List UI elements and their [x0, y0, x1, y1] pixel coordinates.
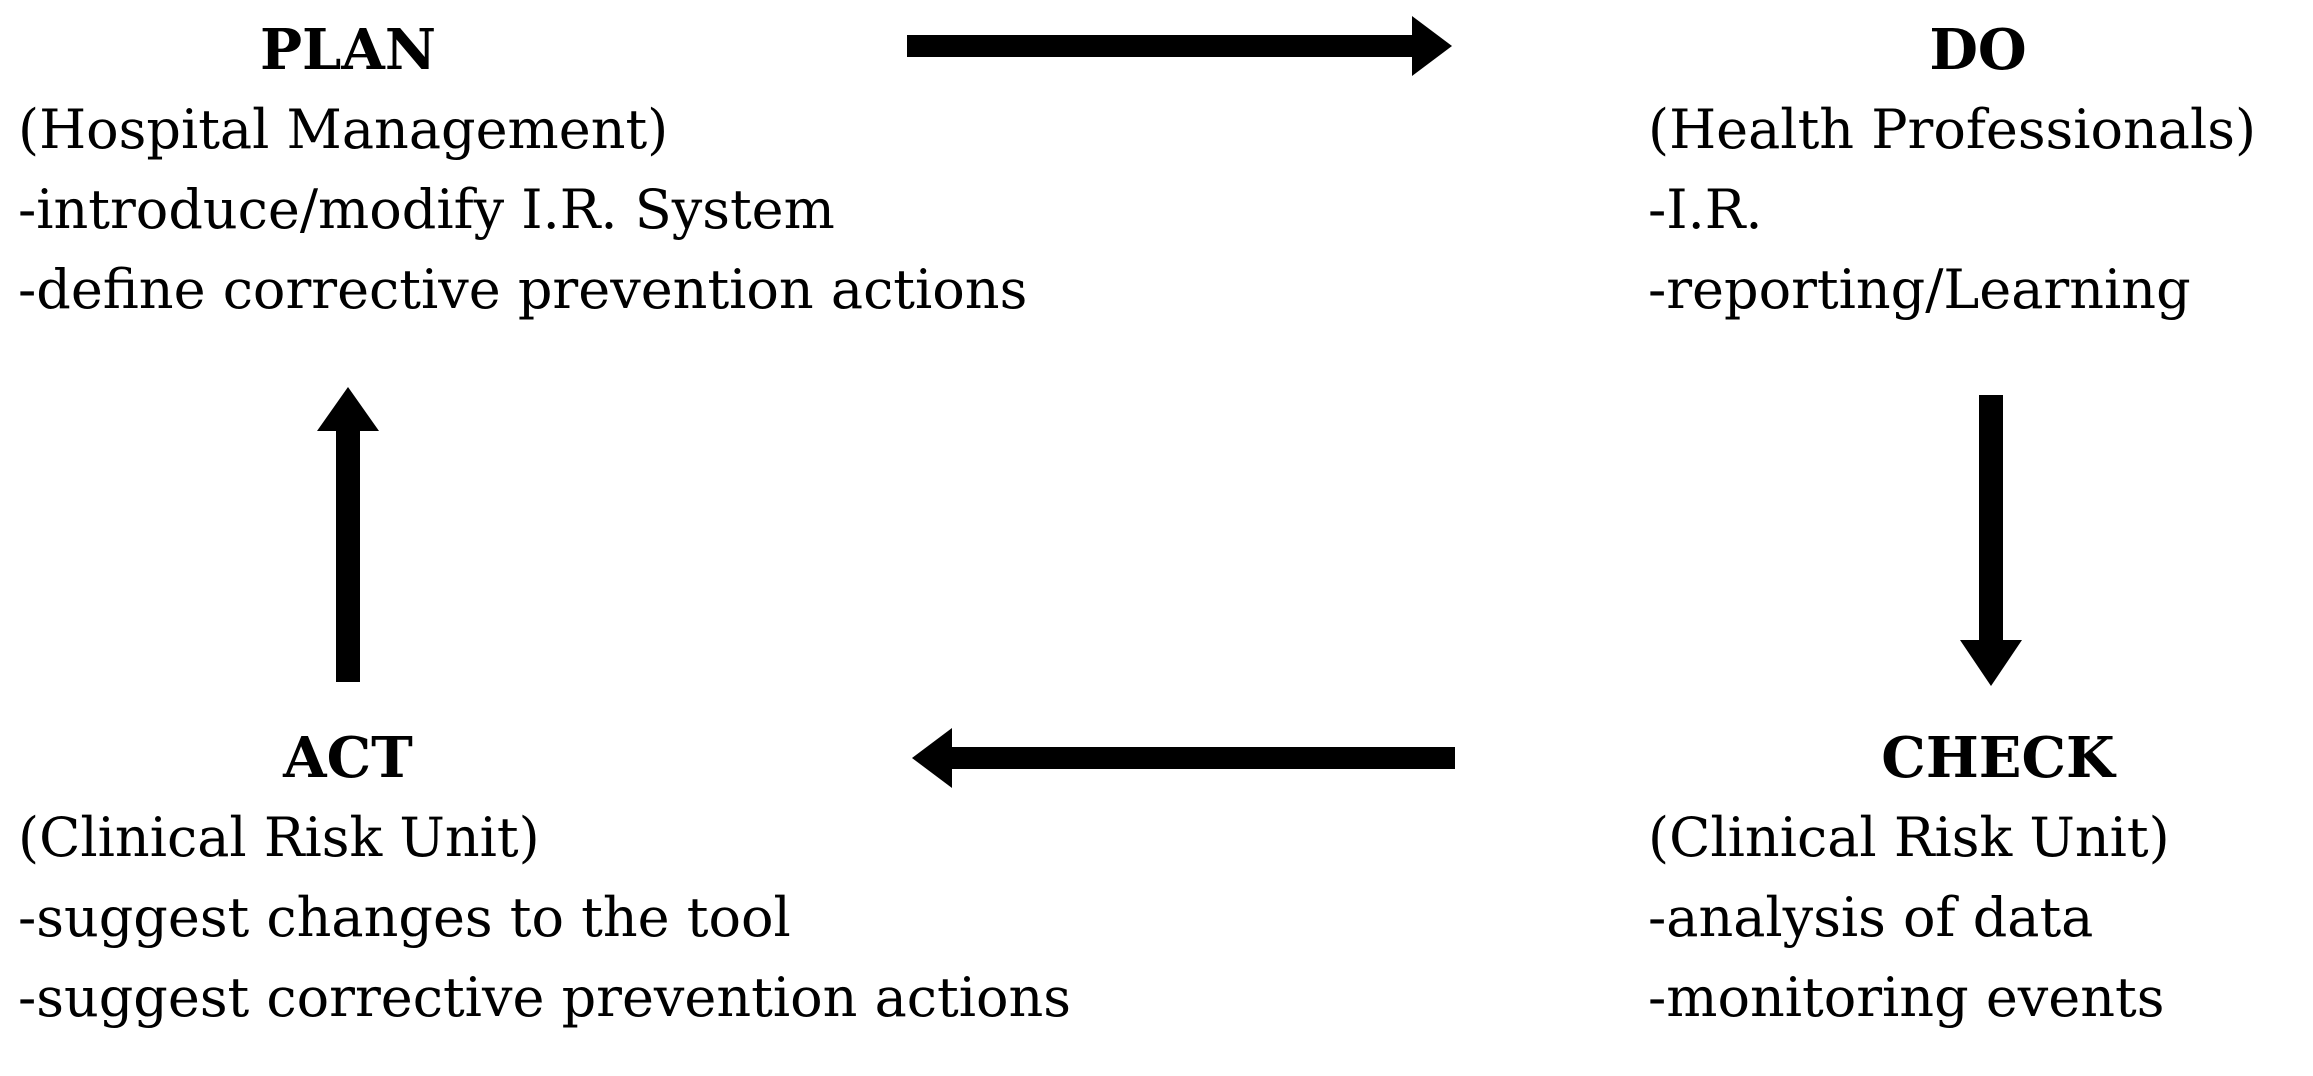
check-stage: CHECK (Clinical Risk Unit) -analysis of … — [1648, 718, 2313, 1038]
do-title: DO — [1929, 17, 2027, 83]
act-item-1: -suggest changes to the tool — [18, 886, 791, 949]
do-item-1: -I.R. — [1648, 178, 1763, 241]
plan-item-2: -define corrective prevention actions — [18, 258, 1028, 321]
arrow-plan-to-do — [907, 16, 1452, 76]
act-title: ACT — [283, 725, 413, 791]
plan-title: PLAN — [259, 17, 437, 83]
act-actor: (Clinical Risk Unit) — [18, 806, 540, 869]
check-actor: (Clinical Risk Unit) — [1648, 806, 2170, 869]
act-item-2: -suggest corrective prevention actions — [18, 966, 1071, 1029]
do-stage: DO (Health Professionals) -I.R. -reporti… — [1648, 10, 2308, 330]
arrow-do-to-check — [1960, 395, 2022, 686]
check-item-1: -analysis of data — [1648, 886, 2094, 949]
check-title: CHECK — [1881, 725, 2115, 791]
plan-item-1: -introduce/modify I.R. System — [18, 178, 835, 241]
arrow-act-to-plan — [317, 387, 379, 682]
do-actor: (Health Professionals) — [1648, 98, 2257, 161]
do-item-2: -reporting/Learning — [1648, 258, 2191, 321]
plan-stage: PLAN (Hospital Management) -introduce/mo… — [18, 10, 1027, 330]
plan-actor: (Hospital Management) — [18, 98, 669, 161]
act-stage: ACT (Clinical Risk Unit) -suggest change… — [18, 718, 1071, 1038]
arrow-check-to-act — [912, 728, 1455, 788]
check-item-2: -monitoring events — [1648, 966, 2165, 1029]
